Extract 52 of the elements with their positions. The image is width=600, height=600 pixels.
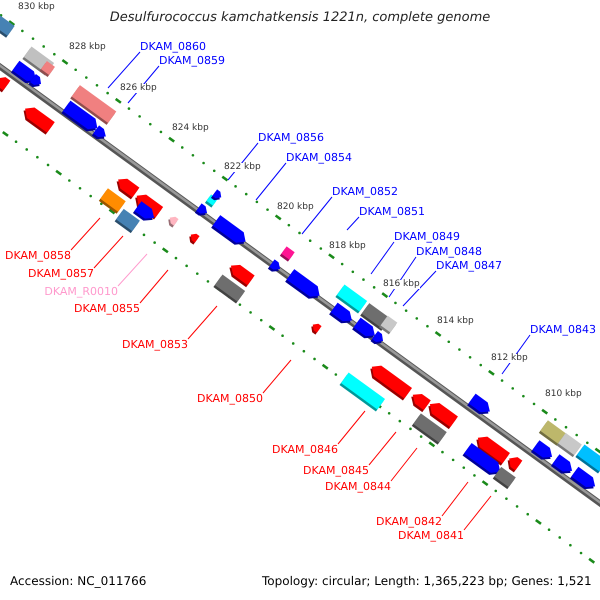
- gene-label: DKAM_0859: [159, 55, 225, 66]
- leader-line: [346, 216, 360, 230]
- leader-line: [464, 496, 492, 530]
- gene-label: DKAM_0846: [272, 444, 338, 455]
- gene-label: DKAM_0842: [376, 516, 442, 527]
- tick-label: 824 kbp: [172, 124, 209, 133]
- tick-label: 816 kbp: [383, 280, 420, 289]
- gene-label: DKAM_0845: [303, 465, 369, 476]
- leader-line: [442, 482, 468, 516]
- gene-label: DKAM_0856: [258, 132, 324, 143]
- leader-line: [140, 270, 168, 304]
- leader-line: [70, 218, 100, 250]
- tick-label: 818 kbp: [329, 242, 366, 251]
- gene-label: DKAM_0847: [436, 260, 502, 271]
- tick-label: 812 kbp: [491, 354, 528, 363]
- tick-label: 830 kbp: [18, 3, 55, 12]
- leader-line: [338, 410, 366, 444]
- tick-label: 826 kbp: [120, 84, 157, 93]
- accession-label: Accession: NC_011766: [10, 575, 146, 587]
- gene-label: DKAM_0851: [359, 206, 425, 217]
- leader-line: [118, 254, 148, 286]
- gene-label: DKAM_0854: [286, 152, 352, 163]
- leader-line: [94, 236, 124, 268]
- gene-label: DKAM_0860: [140, 41, 206, 52]
- gene-label: DKAM_0857: [28, 268, 94, 279]
- gene-label: DKAM_0841: [398, 530, 464, 541]
- leader-line: [370, 242, 394, 274]
- gene-label: DKAM_0852: [332, 186, 398, 197]
- leader-line: [188, 306, 218, 340]
- genome-info-label: Topology: circular; Length: 1,365,223 bp; Genes: 1,521: [262, 575, 592, 587]
- tick-label: 828 kbp: [69, 43, 106, 52]
- gene-label: DKAM_0843: [530, 324, 596, 335]
- title: Desulfurococcus kamchatkensis 1221n, complete genome: [108, 11, 492, 24]
- tick-label: 820 kbp: [277, 203, 314, 212]
- leader-line: [402, 270, 436, 306]
- gene-label: DKAM_0849: [394, 231, 460, 242]
- gene-label: DKAM_0858: [5, 250, 71, 261]
- leader-line: [302, 196, 332, 234]
- leader-line: [256, 162, 286, 200]
- leader-line: [368, 432, 396, 466]
- tick-label: 822 kbp: [224, 163, 261, 172]
- leader-line: [108, 52, 140, 88]
- tick-label: 814 kbp: [437, 317, 474, 326]
- gene-label: DKAM_0844: [325, 481, 391, 492]
- tick-label: 810 kbp: [545, 390, 582, 399]
- gene-label: DKAM_0850: [197, 393, 263, 404]
- gene-label: DKAM_0848: [416, 246, 482, 257]
- gene-label: DKAM_R0010: [44, 286, 118, 297]
- leader-line: [390, 448, 418, 482]
- leader-line: [262, 360, 292, 394]
- gene-label: DKAM_0853: [122, 339, 188, 350]
- gene-label: DKAM_0855: [74, 303, 140, 314]
